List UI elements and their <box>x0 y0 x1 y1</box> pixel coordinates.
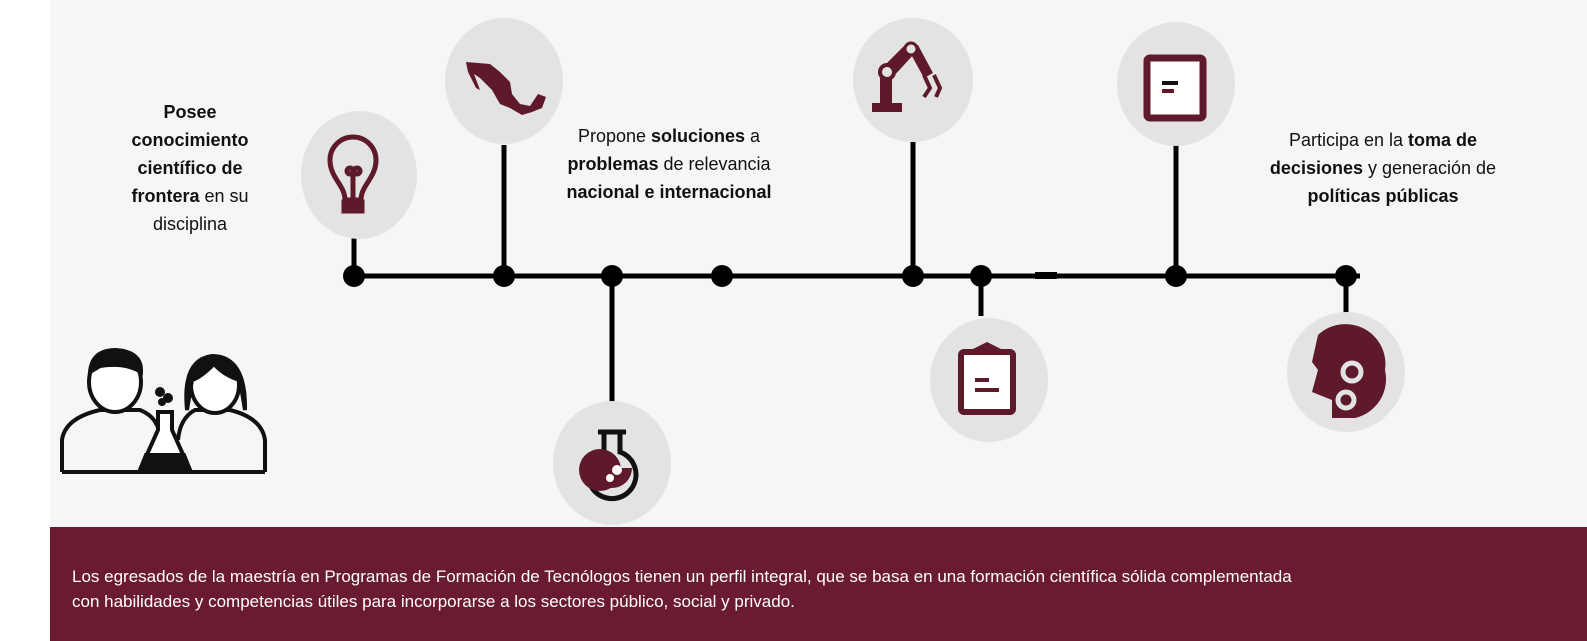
timeline-nodes <box>343 265 1357 287</box>
document-icon <box>1143 54 1207 122</box>
summary-line-1: Los egresados de la maestría en Programa… <box>72 567 1292 586</box>
lightbulb-icon <box>327 134 379 214</box>
feature-text-solutions: Propone soluciones a problemas de releva… <box>558 122 780 206</box>
t: toma de decisiones <box>1269 130 1478 178</box>
t: a <box>745 126 761 146</box>
t: Participa en la <box>1288 130 1409 150</box>
clipboard-icon <box>958 342 1016 415</box>
scientists-icon <box>60 347 267 474</box>
t: y generación de <box>1362 158 1497 178</box>
t: nacional e internacional <box>566 182 772 202</box>
feature-text-normal: en su disciplina <box>152 186 249 234</box>
t: políticas públicas <box>1307 186 1459 206</box>
infographic-panel <box>50 0 1587 527</box>
t: de relevancia <box>658 154 771 174</box>
feature-text-bold: Posee conocimiento científico de fronter… <box>131 102 249 206</box>
summary-text: Los egresados de la maestría en Programa… <box>72 564 1572 614</box>
t: problemas <box>567 154 659 174</box>
head-gears-icon <box>1312 324 1387 418</box>
mexico-map-icon <box>466 62 546 115</box>
t: soluciones <box>651 126 746 146</box>
t: Propone <box>577 126 651 146</box>
summary-line-2: con habilidades y competencias útiles pa… <box>72 592 795 611</box>
timeline <box>60 18 1405 525</box>
feature-text-decisions: Participa en la toma de decisiones y gen… <box>1268 126 1498 210</box>
feature-text-knowledge: Posee conocimiento científico de fronter… <box>110 98 270 238</box>
summary-banner: Los egresados de la maestría en Programa… <box>50 527 1587 641</box>
flask-icon <box>579 429 639 502</box>
robot-arm-icon <box>872 41 943 112</box>
